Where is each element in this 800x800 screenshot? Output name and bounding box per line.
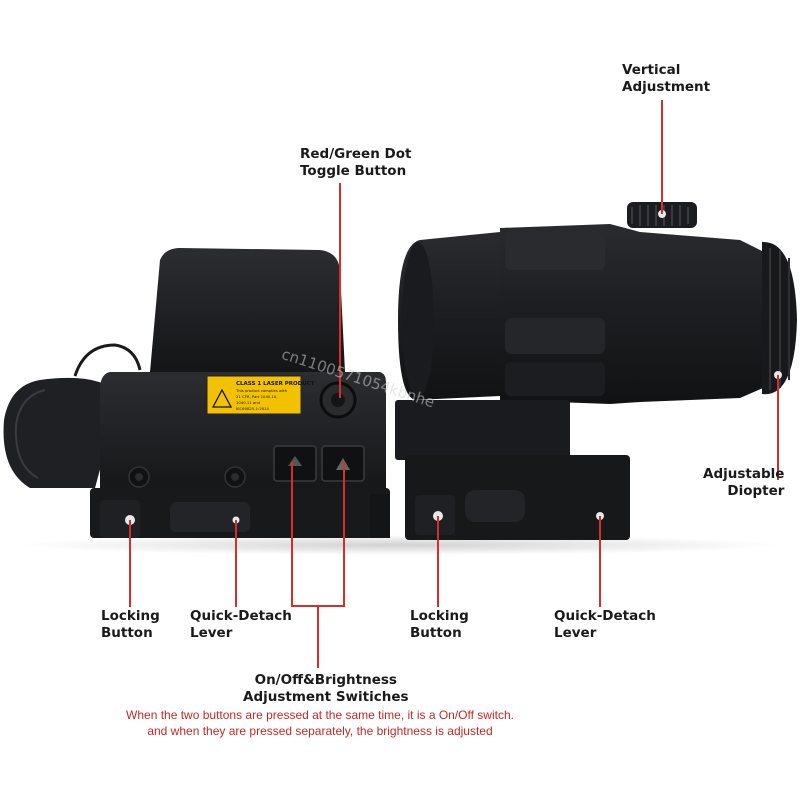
- pointer-switches: [291, 462, 345, 668]
- label-vertical-adjustment: Vertical Adjustment: [622, 62, 711, 95]
- cap-tether: [73, 343, 142, 377]
- sight-hood: [150, 248, 345, 372]
- label-adjustable-diopter: Adjustable Diopter: [703, 466, 785, 499]
- label-quick-detach-right: Quick-Detach Lever: [554, 608, 656, 641]
- laser-warning-line-1: This product complies with: [235, 388, 288, 393]
- label-switches: On/Off&Brightness Adjustment Switiches: [243, 672, 409, 705]
- label-locking-button-left: Locking Button: [101, 608, 160, 641]
- laser-warning-line-3: 1040.11 and: [236, 400, 261, 405]
- laser-warning-line-4: IEC60825-1:2014: [236, 406, 270, 411]
- magnifier-riser: [395, 400, 570, 460]
- label-toggle-button: Red/Green Dot Toggle Button: [300, 146, 412, 179]
- usage-note: When the two buttons are pressed at the …: [40, 707, 600, 739]
- label-quick-detach-left: Quick-Detach Lever: [190, 608, 292, 641]
- laser-warning-line-2: 21 CFR, Part 1040.10,: [236, 394, 278, 399]
- laser-warning-label: [206, 375, 302, 415]
- holographic-sight: CLASS 1 LASER PRODUCT This product compl…: [3, 248, 390, 538]
- flip-cap: [3, 377, 121, 488]
- laser-warning-title: CLASS 1 LASER PRODUCT: [236, 381, 315, 387]
- magnifier: [395, 202, 797, 540]
- pointer-lines: [129, 100, 779, 668]
- usage-note-line-1: When the two buttons are pressed at the …: [126, 708, 514, 722]
- usage-note-line-2: and when they are pressed separately, th…: [147, 724, 493, 738]
- label-locking-button-right: Locking Button: [410, 608, 469, 641]
